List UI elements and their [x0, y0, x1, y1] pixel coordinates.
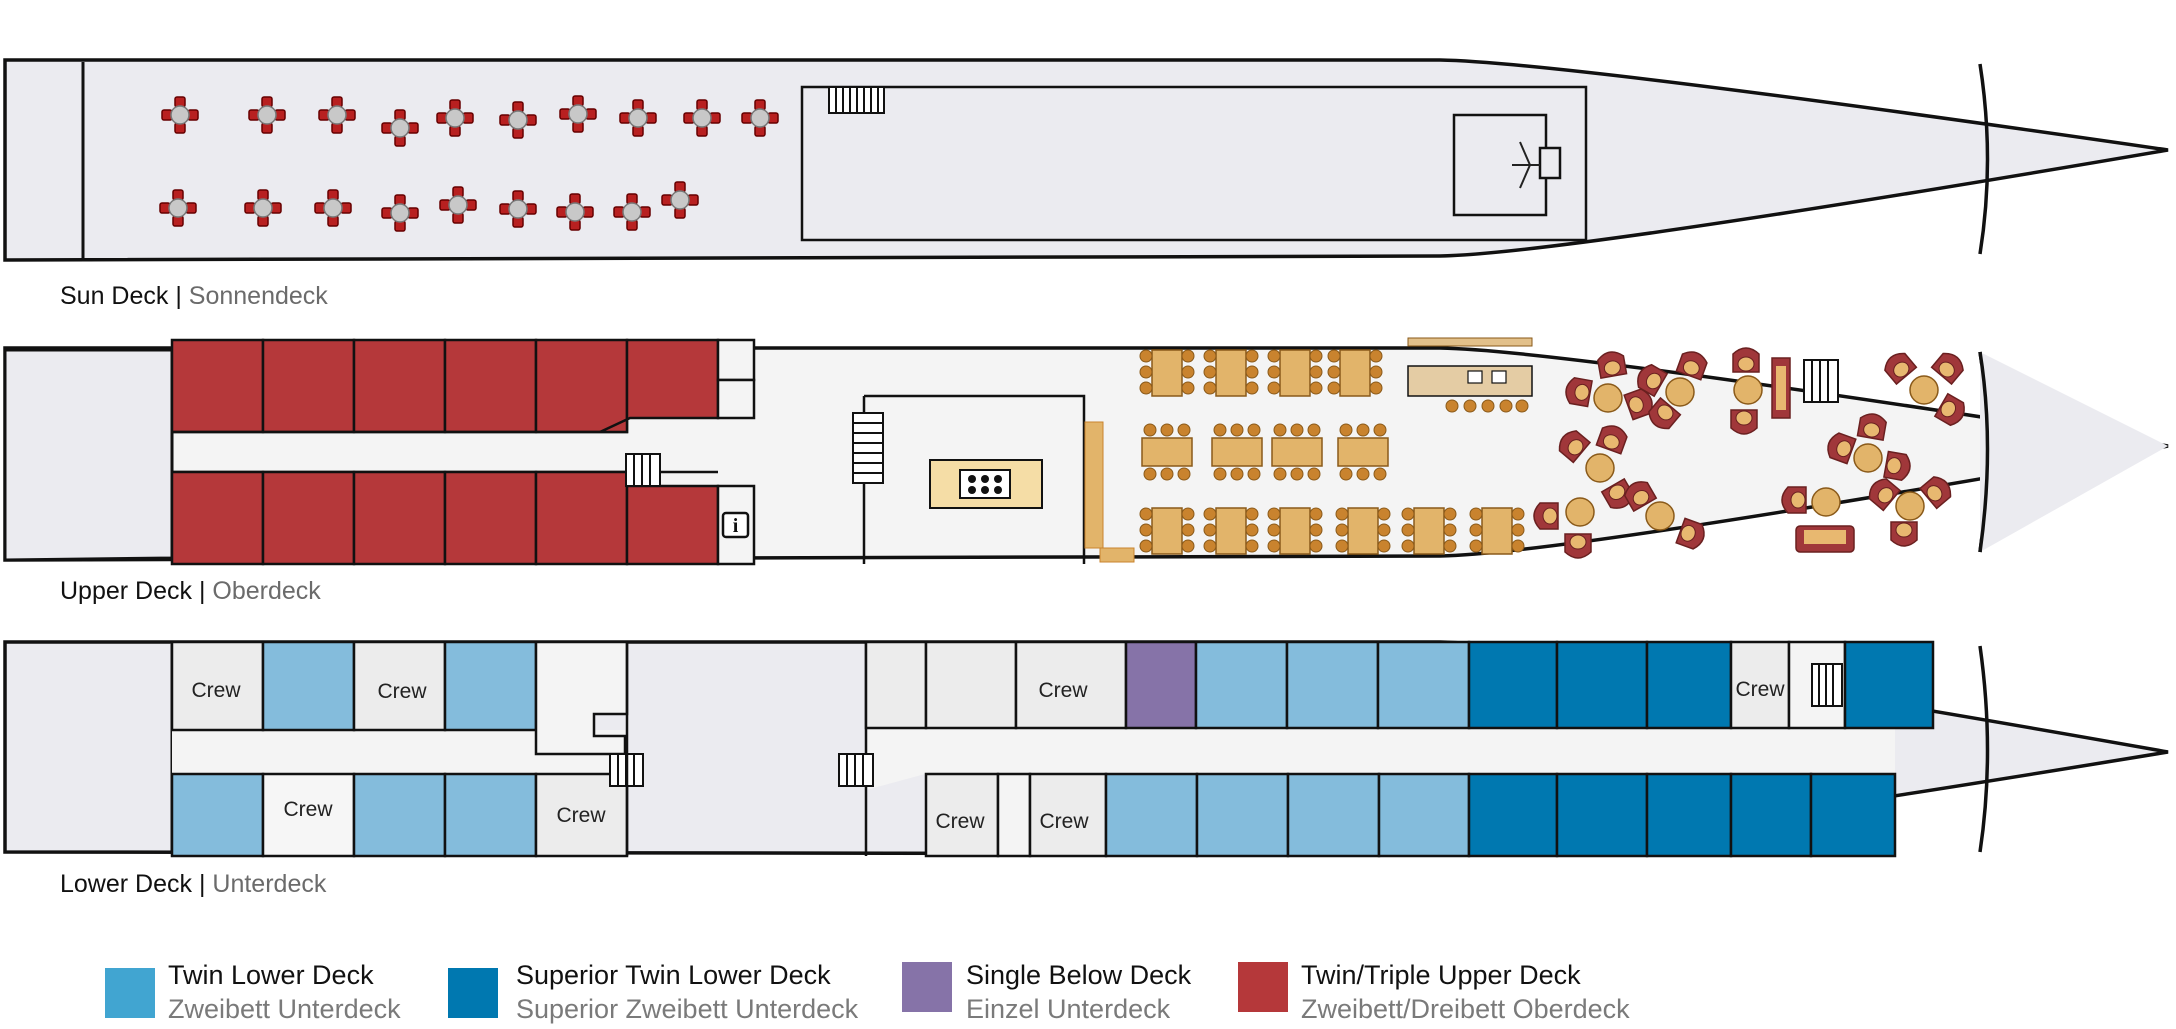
deck-name-de: Unterdeck	[212, 870, 327, 898]
lounge	[1533, 347, 1970, 559]
crew-label: Crew	[556, 804, 606, 827]
deck-label-upper: Upper Deck | Oberdeck	[60, 577, 321, 606]
deck-name-de: Oberdeck	[212, 577, 321, 605]
stairs-icon	[625, 453, 661, 487]
legend-label-en: Superior Twin Lower Deck	[516, 960, 831, 990]
deck-separator: |	[175, 282, 182, 310]
table-icon	[1139, 507, 1195, 555]
table-icon	[1141, 423, 1193, 481]
upper-cabins-bottom	[170, 470, 720, 566]
stairs-icon	[1811, 663, 1843, 707]
table-icon	[1267, 349, 1323, 397]
crew-label: Crew	[1039, 810, 1089, 833]
table-icon	[1267, 507, 1323, 555]
info-symbol: i	[733, 515, 739, 537]
stairs-icon	[838, 753, 874, 787]
deck-name-en: Upper Deck	[60, 577, 192, 605]
legend-label-de: Einzel Unterdeck	[966, 994, 1171, 1024]
legend-label-de: Superior Zweibett Unterdeck	[516, 994, 859, 1024]
deck-name-de: Sonnendeck	[188, 282, 328, 310]
table-icon	[1327, 349, 1383, 397]
legend-swatch	[1238, 962, 1288, 1012]
stairs-icon	[1803, 359, 1839, 403]
stairs-icon	[828, 86, 885, 114]
legend-label-en: Twin Lower Deck	[168, 960, 374, 990]
crew-label: Crew	[377, 680, 427, 703]
deck-separator: |	[198, 870, 206, 898]
deck-label-lower: Lower Deck | Unterdeck	[60, 870, 326, 899]
legend-swatch	[902, 962, 952, 1012]
table-icon	[1139, 349, 1195, 397]
table-icon	[1337, 423, 1389, 481]
upper-cabins-top	[170, 338, 720, 434]
deck-name-en: Lower Deck	[60, 870, 192, 898]
table-icon	[1271, 423, 1323, 481]
crew-label: Crew	[935, 810, 985, 833]
upper-deck: i	[3, 337, 2169, 566]
table-icon	[1469, 507, 1525, 555]
stairs-icon	[852, 412, 884, 484]
crew-label: Crew	[283, 798, 333, 821]
legend-label-en: Twin/Triple Upper Deck	[1301, 960, 1581, 990]
table-icon	[1335, 507, 1391, 555]
deck-separator: |	[198, 577, 206, 605]
legend-label-en: Single Below Deck	[966, 960, 1192, 990]
table-icon	[1211, 423, 1263, 481]
table-icon	[1203, 349, 1259, 397]
legend-label-de: Zweibett/Dreibett Oberdeck	[1301, 994, 1630, 1024]
sun-deck	[3, 58, 2169, 262]
deck-label-sun: Sun Deck | Sonnendeck	[60, 282, 328, 311]
table-icon	[1203, 507, 1259, 555]
crew-label: Crew	[1038, 679, 1088, 702]
deck-name-en: Sun Deck	[60, 282, 169, 310]
crew-label: Crew	[1735, 678, 1785, 701]
lower-deck: Crew Crew Crew Crew Crew Crew Crew Crew	[3, 640, 2169, 858]
crew-label: Crew	[191, 679, 241, 702]
table-icon	[1401, 507, 1457, 555]
legend-swatch	[448, 968, 498, 1018]
info-icon: i	[721, 511, 750, 539]
legend-label-de: Zweibett Unterdeck	[168, 994, 401, 1024]
legend-swatch	[105, 968, 155, 1018]
